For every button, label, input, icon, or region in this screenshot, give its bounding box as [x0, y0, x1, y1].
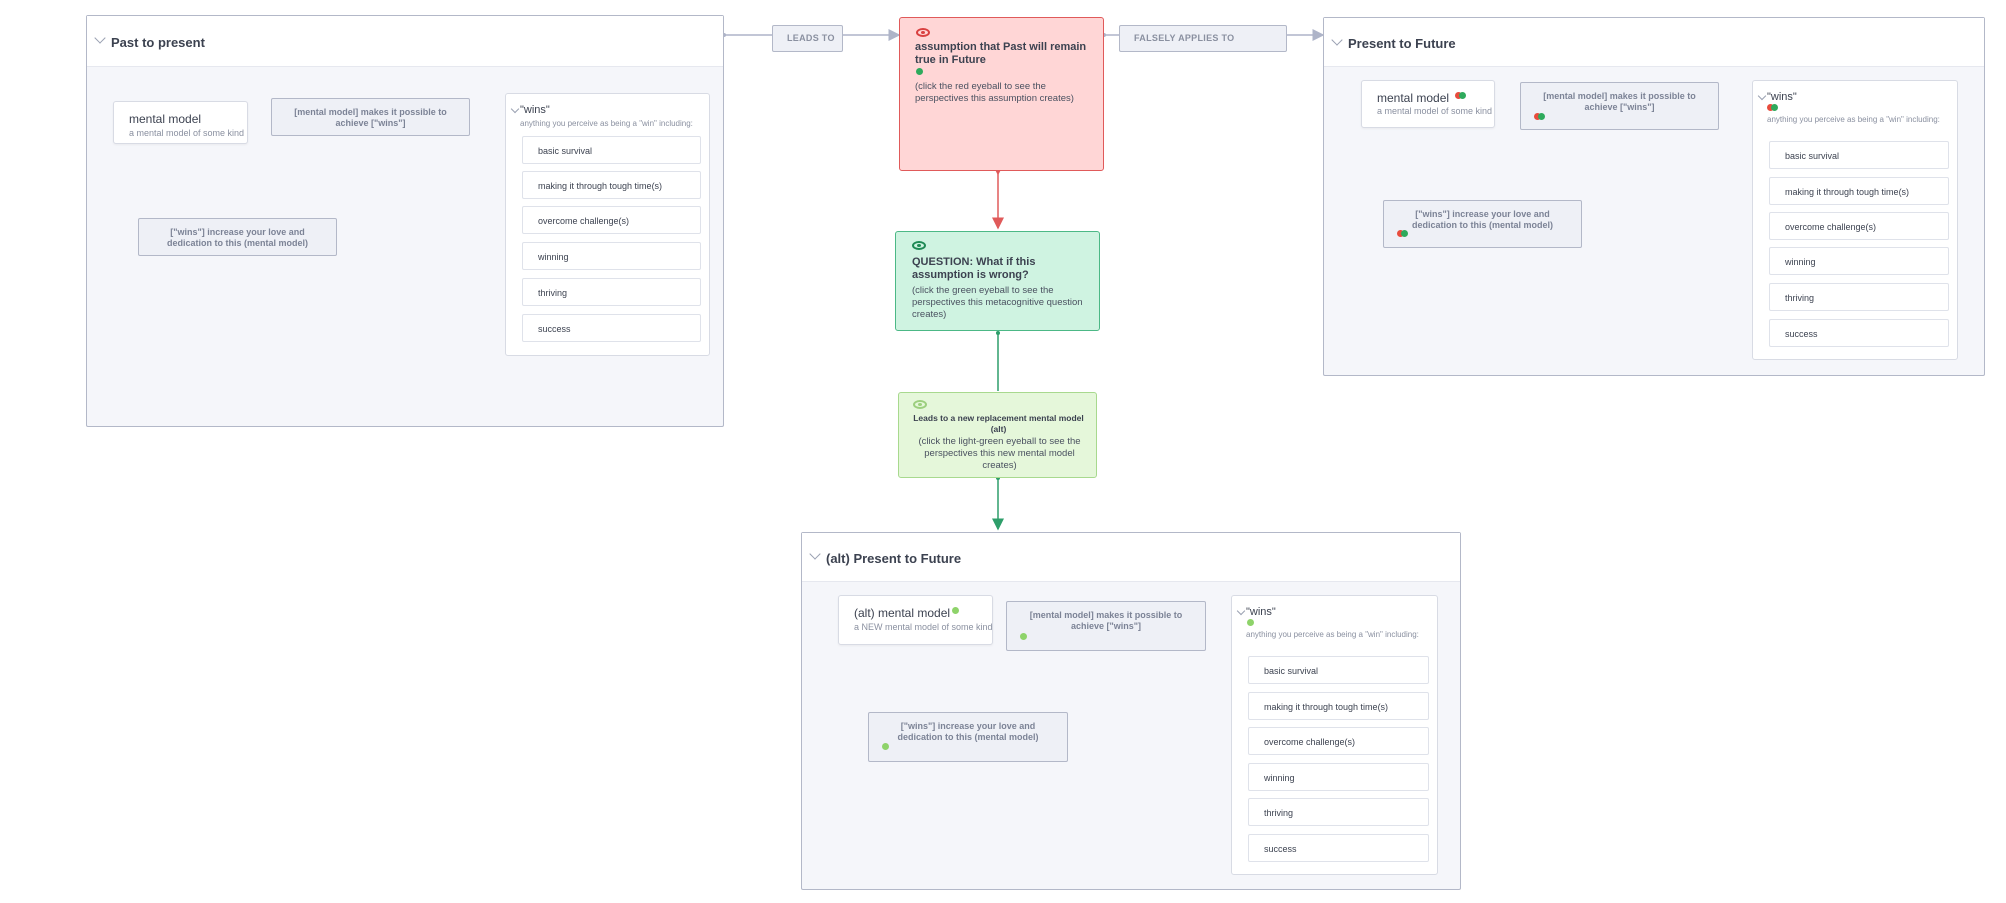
wins-list[interactable]: "wins" anything you perceive as being a … — [505, 93, 710, 356]
win-item[interactable]: basic survival — [1769, 141, 1949, 169]
red-status-dot[interactable] — [1397, 230, 1404, 237]
wins-title: "wins" — [1767, 91, 1797, 103]
group-header: Past to present — [87, 16, 723, 67]
win-item[interactable]: success — [1248, 834, 1429, 862]
win-item[interactable]: basic survival — [1248, 656, 1429, 684]
assumption-node[interactable]: assumption that Past will remain true in… — [899, 17, 1104, 171]
win-item[interactable]: overcome challenge(s) — [1769, 212, 1949, 240]
wins-list[interactable]: "wins" anything you perceive as being a … — [1752, 80, 1958, 360]
mental-model-card[interactable]: mental model a mental model of some kind — [113, 101, 248, 144]
chevron-down-icon[interactable] — [1331, 34, 1343, 46]
green-status-dot[interactable] — [1459, 92, 1466, 99]
win-item[interactable]: success — [522, 314, 701, 342]
assumption-body: (click the red eyeball to see the perspe… — [915, 81, 1074, 104]
light-green-eye-icon[interactable] — [913, 400, 927, 409]
relation-increase-love[interactable]: ["wins"] increase your love and dedicati… — [1383, 200, 1582, 248]
mental-model-title: mental model — [129, 112, 202, 126]
mental-model-desc: a NEW mental model of some kind — [854, 622, 993, 632]
group-title: Past to present — [111, 35, 205, 50]
win-item[interactable]: basic survival — [522, 136, 701, 164]
win-item[interactable]: winning — [1248, 763, 1429, 791]
relation-makes-possible[interactable]: [mental model] makes it possible to achi… — [1006, 601, 1206, 651]
red-status-dot[interactable] — [1767, 104, 1774, 111]
group-title: (alt) Present to Future — [826, 551, 962, 566]
question-body: (click the green eyeball to see the pers… — [912, 285, 1083, 320]
relation-makes-possible[interactable]: [mental model] makes it possible to achi… — [1520, 82, 1719, 130]
chevron-down-icon[interactable] — [1236, 606, 1246, 616]
wins-title: "wins" — [1246, 606, 1276, 618]
replacement-model-node[interactable]: Leads to a new replacement mental model … — [898, 392, 1097, 478]
light-green-status-dot[interactable] — [882, 743, 889, 750]
chevron-down-icon[interactable] — [1757, 91, 1767, 101]
win-item[interactable]: thriving — [1248, 798, 1429, 826]
win-item[interactable]: success — [1769, 319, 1949, 347]
relation-increase-love[interactable]: ["wins"] increase your love and dedicati… — [868, 712, 1068, 762]
red-status-dot[interactable] — [1455, 92, 1462, 99]
mental-model-card[interactable]: (alt) mental model a NEW mental model of… — [838, 595, 993, 645]
win-item[interactable]: making it through tough time(s) — [522, 171, 701, 199]
mental-model-card[interactable]: mental model a mental model of some kind — [1361, 80, 1495, 128]
group-title: Present to Future — [1348, 36, 1456, 51]
light-green-status-dot[interactable] — [1020, 633, 1027, 640]
group-past-to-present[interactable]: Past to present mental model a mental mo… — [86, 15, 724, 427]
wins-desc: anything you perceive as being a "win" i… — [520, 119, 693, 128]
edge-label-leads-to[interactable]: LEADS TO — [772, 25, 843, 52]
chevron-down-icon[interactable] — [510, 104, 520, 114]
replacement-title: Leads to a new replacement mental model … — [913, 413, 1084, 434]
mental-model-title: (alt) mental model — [854, 606, 951, 620]
win-item[interactable]: winning — [1769, 247, 1949, 275]
group-present-to-future[interactable]: Present to Future mental model a mental … — [1323, 17, 1985, 376]
replacement-body: (click the light-green eyeball to see th… — [918, 436, 1081, 471]
wins-list[interactable]: "wins" anything you perceive as being a … — [1231, 595, 1438, 875]
edge-label-falsely-applies-to[interactable]: FALSELY APPLIES TO — [1119, 25, 1287, 52]
question-title: QUESTION: What if this assumption is wro… — [912, 256, 1036, 281]
green-status-dot[interactable] — [916, 68, 923, 75]
win-item[interactable]: winning — [522, 242, 701, 270]
relation-makes-possible[interactable]: [mental model] makes it possible to achi… — [271, 98, 470, 136]
green-eye-icon[interactable] — [912, 241, 926, 250]
red-eye-icon[interactable] — [916, 28, 930, 37]
win-item[interactable]: making it through tough time(s) — [1769, 177, 1949, 205]
win-item[interactable]: thriving — [1769, 283, 1949, 311]
chevron-down-icon[interactable] — [94, 32, 106, 44]
group-alt-present-to-future[interactable]: (alt) Present to Future (alt) mental mod… — [801, 532, 1461, 890]
light-green-status-dot[interactable] — [952, 607, 959, 614]
win-item[interactable]: overcome challenge(s) — [1248, 727, 1429, 755]
green-status-dot[interactable] — [1401, 230, 1408, 237]
green-status-dot[interactable] — [1538, 113, 1545, 120]
chevron-down-icon[interactable] — [809, 548, 821, 560]
green-status-dot[interactable] — [1771, 104, 1778, 111]
assumption-title: assumption that Past will remain true in… — [915, 41, 1087, 66]
mental-model-desc: a mental model of some kind — [1377, 106, 1493, 116]
question-node[interactable]: QUESTION: What if this assumption is wro… — [895, 231, 1100, 331]
wins-desc: anything you perceive as being a "win" i… — [1767, 115, 1940, 124]
wins-title: "wins" — [520, 104, 550, 116]
group-header: (alt) Present to Future — [802, 533, 1460, 582]
light-green-status-dot[interactable] — [1247, 619, 1254, 626]
win-item[interactable]: thriving — [522, 278, 701, 306]
group-header: Present to Future — [1324, 18, 1984, 67]
win-item[interactable]: making it through tough time(s) — [1248, 692, 1429, 720]
relation-increase-love[interactable]: ["wins"] increase your love and dedicati… — [138, 218, 337, 256]
wins-desc: anything you perceive as being a "win" i… — [1246, 630, 1419, 639]
mental-model-title: mental model — [1377, 91, 1450, 105]
win-item[interactable]: overcome challenge(s) — [522, 206, 701, 234]
red-status-dot[interactable] — [1534, 113, 1541, 120]
mental-model-desc: a mental model of some kind — [129, 128, 245, 138]
